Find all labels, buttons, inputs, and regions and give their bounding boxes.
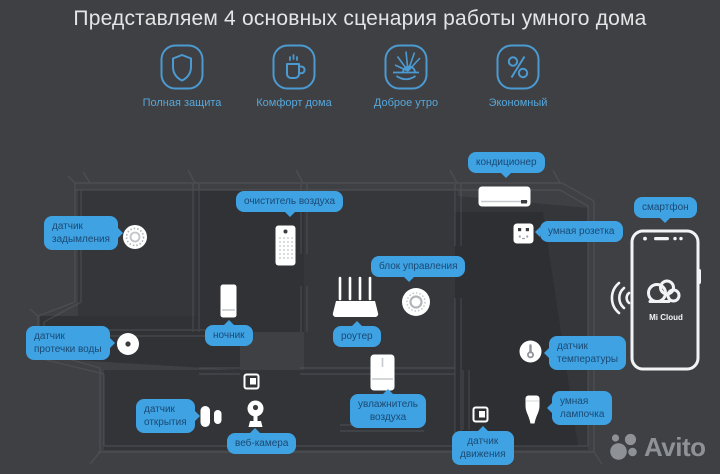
mi-cloud-logo-icon — [647, 279, 681, 303]
water-leak-sensor-icon — [117, 333, 139, 355]
label-smart-bulb: умная лампочка — [546, 391, 613, 425]
label-air-humidifier: увлажнитель воздуха — [350, 389, 427, 428]
label-router: роутер — [333, 321, 381, 347]
label-air-purifier: очиститель воздуха — [236, 191, 344, 217]
wifi-signal-icon — [610, 281, 631, 315]
smartphone-outline-icon — [630, 229, 701, 371]
air-purifier-icon — [275, 225, 296, 266]
label-web-camera: веб-камера — [227, 428, 297, 454]
scenario-economy: Экономный — [468, 44, 568, 109]
label-smart-socket: умная розетка — [535, 221, 623, 242]
scenario-good-morning: Доброе утро — [356, 44, 456, 109]
wall-lines — [29, 169, 603, 465]
label-air-conditioner: кондиционер — [468, 152, 545, 178]
page-title: Представляем 4 основных сценария работы … — [73, 7, 647, 30]
smoke-sensor-icon — [123, 225, 147, 249]
label-control-unit: блок управления — [371, 256, 466, 282]
smartphone-device: Mi Cloud — [630, 229, 702, 373]
smart-bulb-icon — [525, 395, 540, 424]
label-night-light: ночник — [205, 320, 253, 346]
mi-cloud-label: Mi Cloud — [649, 313, 683, 322]
scenario-label: Полная защита — [142, 97, 222, 109]
avito-logo-icon — [610, 433, 637, 460]
label-temperature-sensor: датчик температуры — [543, 336, 627, 370]
temperature-sensor-icon — [519, 340, 542, 363]
wall-switch-icon — [243, 373, 260, 390]
smart-socket-icon — [513, 223, 534, 244]
control-unit-icon — [402, 288, 430, 316]
label-water-leak-sensor: датчик протечки воды — [26, 326, 115, 360]
avito-watermark: Avito — [608, 431, 706, 463]
shield-icon — [160, 44, 204, 90]
cup-icon — [272, 44, 316, 90]
scenario-label: Комфорт дома — [256, 97, 332, 109]
label-smoke-sensor: датчик задымления — [44, 216, 123, 250]
scenario-label: Доброе утро — [373, 97, 439, 109]
night-light-icon — [220, 284, 237, 318]
router-icon — [332, 276, 379, 318]
motion-sensor-icon — [472, 406, 489, 423]
scenario-full-protection: Полная защита — [132, 44, 232, 109]
air-humidifier-icon — [370, 354, 395, 391]
avito-wordmark: Avito — [644, 431, 706, 462]
air-conditioner-icon — [478, 186, 531, 207]
sunrise-icon — [384, 44, 428, 90]
label-smartphone: смартфон — [634, 197, 697, 223]
scenario-home-comfort: Комфорт дома — [244, 44, 344, 109]
scenario-label: Экономный — [488, 97, 548, 109]
label-opening-sensor: датчик открытия — [136, 399, 200, 433]
label-motion-sensor: датчик движения — [452, 426, 514, 465]
opening-sensor-icon — [200, 406, 222, 427]
percent-icon — [496, 44, 540, 90]
web-camera-icon — [247, 400, 264, 427]
scenario-row: Полная защита Комфорт дома Доброе утро — [132, 44, 568, 109]
